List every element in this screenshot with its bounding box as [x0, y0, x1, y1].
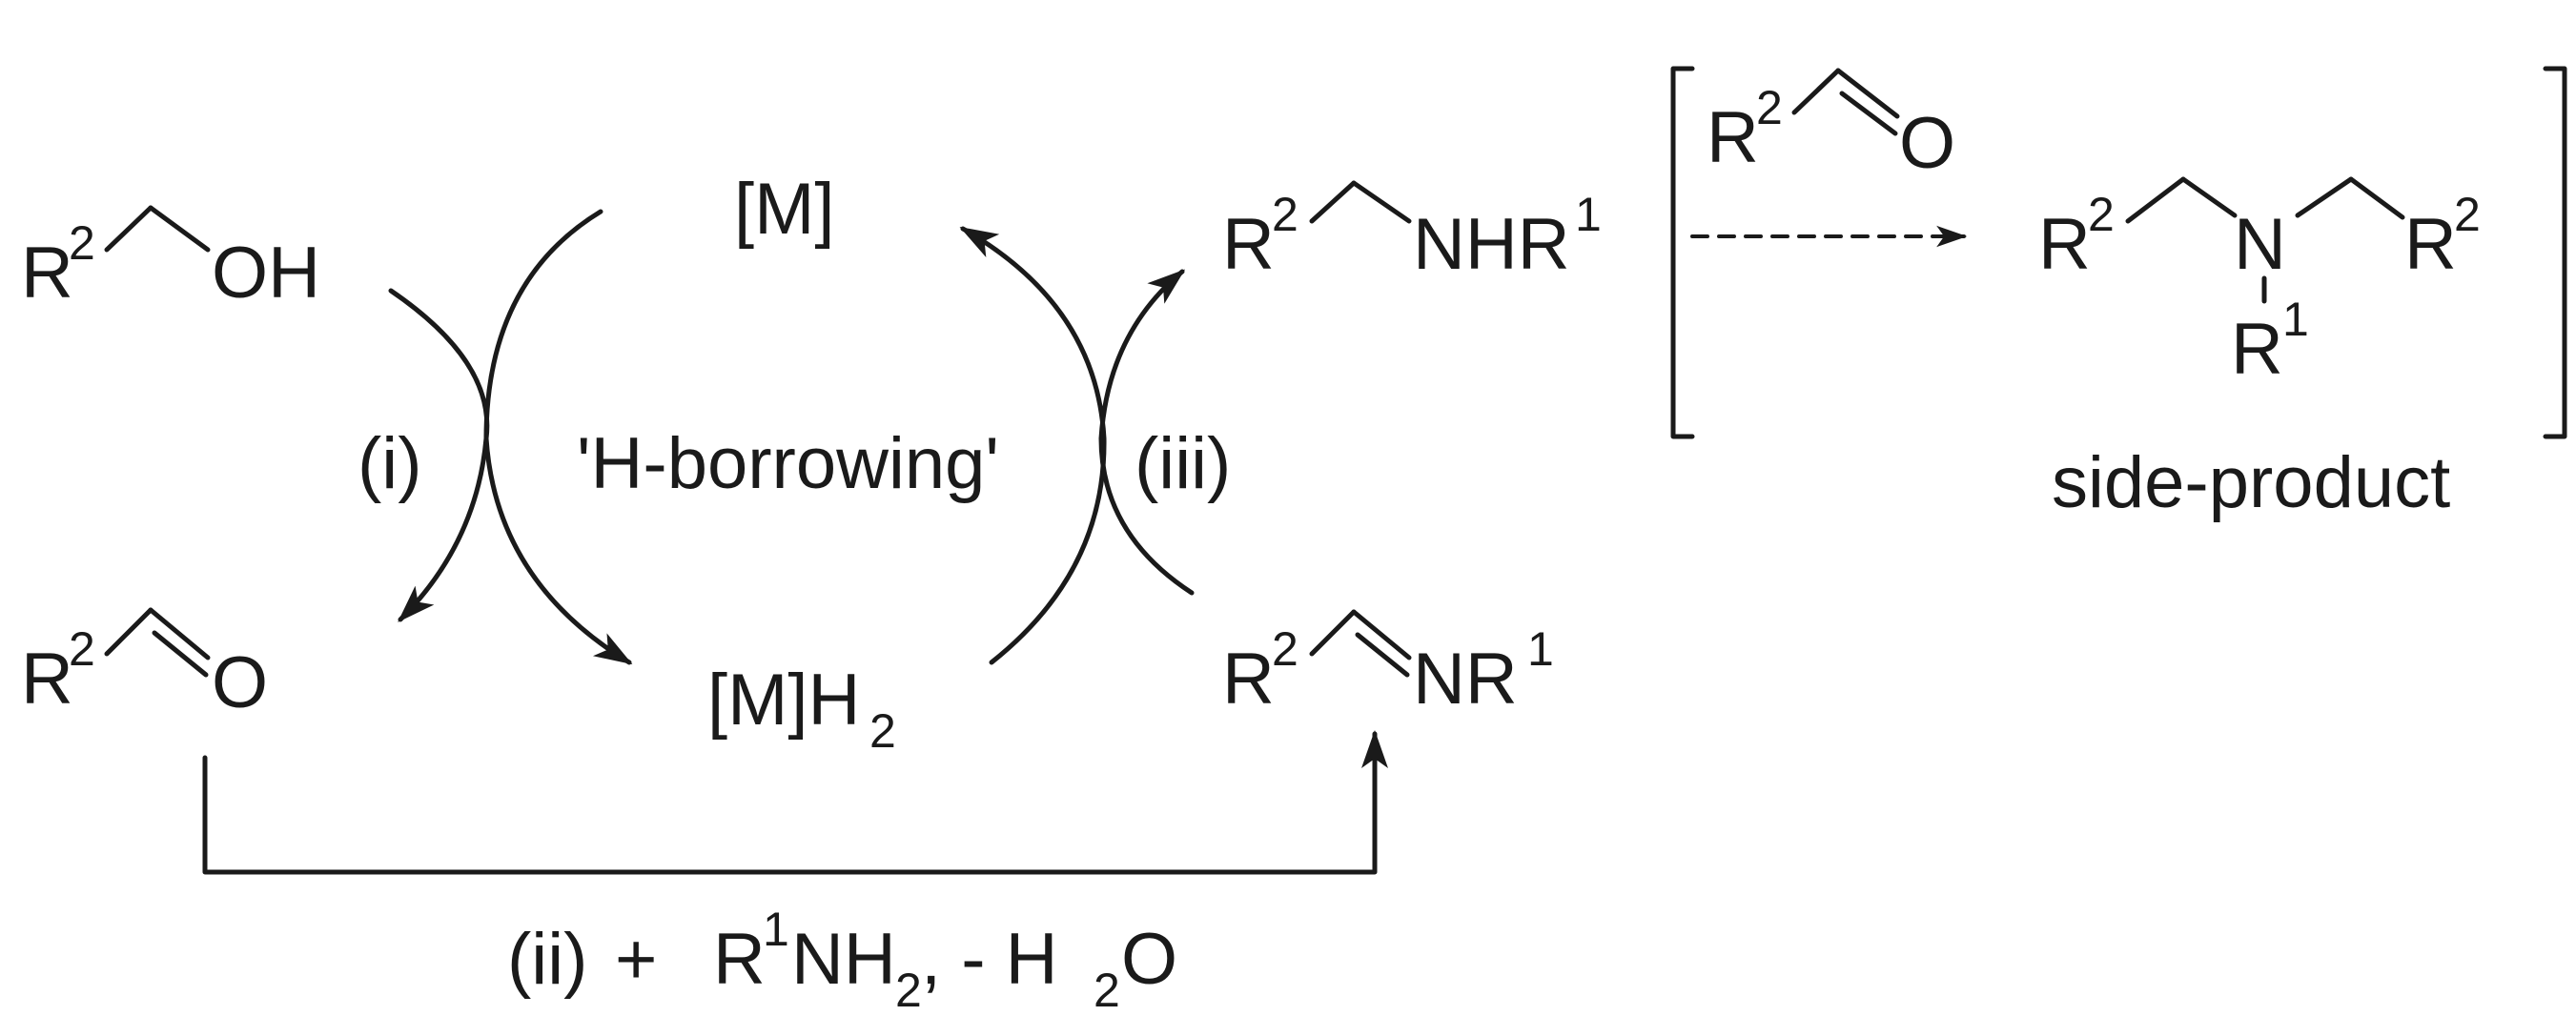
imine-nr-sup: 1 [1527, 622, 1554, 676]
amine-r: R [1222, 204, 1275, 285]
amine-nhr-sup: 1 [1575, 188, 1602, 241]
side-product-label: side-product [2052, 442, 2450, 523]
imine-r-sup: 2 [1272, 622, 1298, 676]
aldehyde-bond-1 [104, 607, 153, 657]
side-product-r-right: R [2404, 204, 2457, 285]
aldehyde-double-bond-b [152, 630, 209, 678]
condensation-r: R [713, 919, 766, 1000]
bracket-aldehyde-double-bond-a [1835, 68, 1900, 119]
condensation-nh-sub: 2 [895, 964, 922, 1016]
side-product-n: N [2234, 204, 2286, 285]
catalyst-regeneration-arrow [959, 226, 1107, 665]
alcohol-oh: OH [212, 233, 320, 314]
side-product-bond-2 [2180, 176, 2238, 218]
condensation-r-sup: 1 [763, 903, 789, 956]
bracket-aldehyde-r-sup: 2 [1756, 81, 1783, 134]
amine-bond-1 [1309, 180, 1357, 224]
alcohol-bond-2 [148, 205, 211, 253]
bracket-aldehyde-double-bond-b [1839, 91, 1898, 136]
alcohol-r-sup: 2 [69, 216, 95, 270]
aldehyde-o: O [212, 642, 268, 723]
catalyst-h2-sub: 2 [869, 704, 896, 758]
bracket-aldehyde-bond-1 [1791, 68, 1841, 115]
amine-bond-2 [1351, 180, 1412, 224]
amine-nhr: NHR [1413, 204, 1570, 285]
side-product-r-left: R [2038, 204, 2091, 285]
bracket-aldehyde-o: O [1899, 103, 1955, 184]
amine-r-sup: 2 [1272, 188, 1298, 241]
condensation-nh: NH [791, 919, 896, 1000]
side-product-r-right-sup: 2 [2454, 188, 2481, 241]
aldehyde-r: R [21, 639, 73, 720]
condensation-step: (ii) [507, 919, 587, 1000]
side-product-r-left-sup: 2 [2088, 188, 2115, 241]
alcohol-structure: R 2 OH [21, 205, 320, 314]
condensation-arrow [202, 730, 1388, 875]
imine-structure: R 2 NR 1 [1222, 609, 1554, 720]
imine-bond-1 [1309, 609, 1357, 657]
step-iii-label: (iii) [1135, 423, 1231, 504]
catalyst-label: [M] [734, 169, 835, 250]
catalyst-reduction-arrow [483, 209, 633, 665]
side-product-bond-4 [2348, 176, 2405, 220]
bracket-aldehyde-structure: R 2 O [1707, 68, 1955, 184]
product-amine-structure: R 2 NHR 1 [1222, 180, 1602, 285]
aldehyde-r-sup: 2 [69, 622, 95, 676]
catalyst-h2-label: [M]H 2 [707, 660, 896, 758]
bracket-aldehyde-r: R [1707, 97, 1759, 178]
step-i-label: (i) [358, 423, 422, 504]
imine-r: R [1222, 639, 1275, 720]
alcohol-bond-1 [104, 205, 153, 253]
side-product-bond-3 [2295, 176, 2354, 218]
condensation-minus-h: , - H [921, 919, 1058, 1000]
h-borrowing-label: 'H-borrowing' [577, 423, 999, 504]
condensation-plus: + [615, 919, 657, 1000]
imine-double-bond-b [1355, 632, 1410, 678]
step-iii-arrow [1098, 269, 1195, 596]
side-product-r-bottom: R [2231, 309, 2283, 390]
condensation-label: (ii) + R 1 NH 2 , - H 2 O [507, 903, 1177, 1016]
imine-double-bond-a [1351, 609, 1412, 660]
aldehyde-double-bond-a [148, 607, 211, 660]
side-product-r-bottom-sup: 1 [2282, 293, 2309, 346]
imine-nr: NR [1413, 639, 1518, 720]
side-product-bond-1 [2125, 176, 2186, 224]
side-product-structure: R 2 N R 2 R 1 side-product [2038, 176, 2481, 523]
alcohol-r: R [21, 233, 73, 314]
left-bracket [1670, 66, 1695, 439]
condensation-h2o-sub: 2 [1094, 964, 1120, 1016]
aldehyde-structure: R 2 O [21, 607, 268, 723]
right-bracket [2543, 66, 2567, 439]
catalyst-h2-base: [M]H [707, 660, 860, 741]
condensation-o: O [1121, 919, 1177, 1000]
